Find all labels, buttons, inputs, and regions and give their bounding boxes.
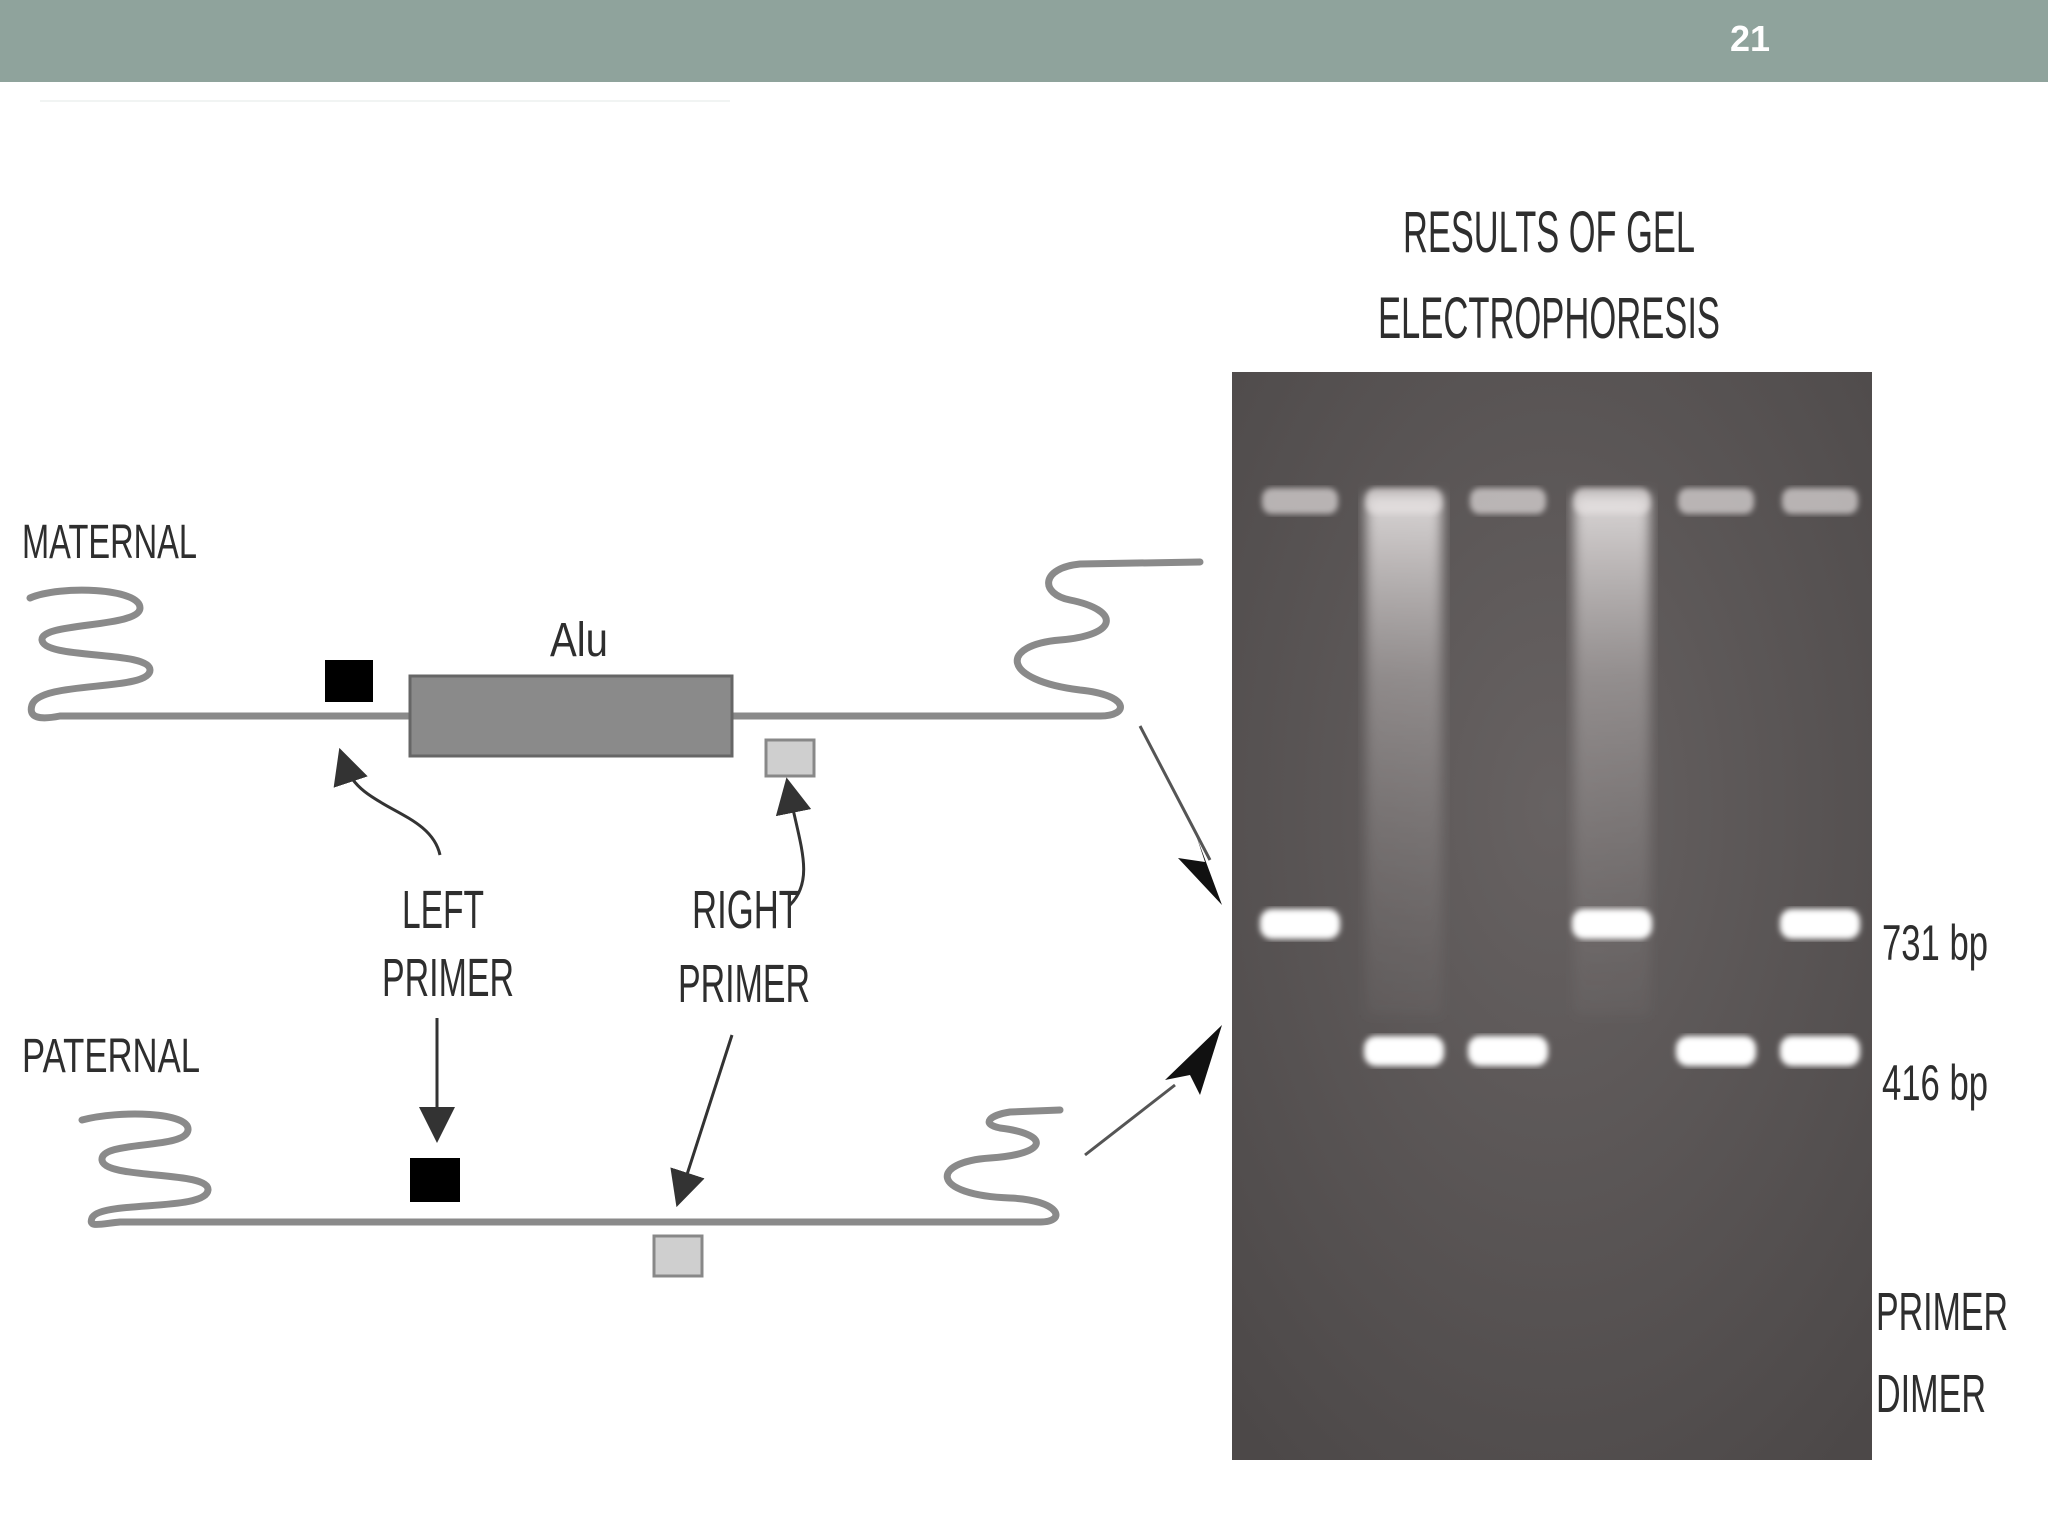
left-primer-label-line2: PRIMER	[382, 948, 514, 1008]
gel-band-416	[1364, 1036, 1444, 1066]
gel-lane-3	[1468, 488, 1548, 1066]
gel-band-731	[1780, 909, 1860, 939]
gel-well	[1262, 488, 1338, 514]
gel-smear	[1366, 495, 1442, 1015]
gel-well	[1782, 488, 1858, 514]
gel-band-416	[1780, 1036, 1860, 1066]
divider	[40, 100, 730, 102]
paternal-to-gel-arrow	[1084, 1083, 1176, 1157]
gel-title-line2: ELECTROPHORESIS	[1378, 286, 1720, 351]
maternal-dna-strand	[26, 558, 1204, 722]
paternal-arrowhead	[1165, 1025, 1222, 1095]
right-primer-pointer-paternal	[670, 1034, 734, 1208]
band-label-416: 416 bp	[1882, 1055, 1988, 1111]
primer-dimer-label-line1: PRIMER	[1876, 1282, 2008, 1342]
left-primer-paternal	[410, 1158, 460, 1202]
maternal-arrowhead	[1178, 835, 1222, 905]
right-primer-pointer-maternal	[775, 777, 812, 907]
right-primer-label-line2: PRIMER	[678, 954, 810, 1014]
alu-element	[408, 674, 734, 758]
primer-dimer-label-line2: DIMER	[1876, 1364, 1986, 1424]
right-primer-paternal	[652, 1234, 704, 1278]
gel-band-416	[1468, 1036, 1548, 1066]
slide-number: 21	[1729, 18, 1771, 59]
gel-band-731	[1572, 909, 1652, 939]
paternal-dna-strand	[78, 1106, 1064, 1228]
gel-lane-1	[1260, 488, 1340, 939]
paternal-label: PATERNAL	[22, 1030, 200, 1083]
gel-lane-4	[1572, 488, 1652, 1015]
gel-lane-6	[1780, 488, 1860, 1066]
gel-lane-5	[1676, 488, 1756, 1066]
left-primer-maternal	[325, 660, 373, 702]
gel-well	[1470, 488, 1546, 514]
maternal-to-gel-arrow	[1138, 725, 1212, 861]
left-primer-pointer-maternal	[333, 747, 442, 856]
maternal-label: MATERNAL	[22, 516, 197, 569]
gel-lanes	[1260, 488, 1860, 1066]
gel-band-416	[1676, 1036, 1756, 1066]
gel-lane-2	[1364, 488, 1444, 1066]
gel-title-line1: RESULTS OF GEL	[1403, 200, 1695, 265]
band-label-731: 731 bp	[1882, 915, 1988, 971]
header-bar	[0, 0, 2048, 82]
alu-label: Alu	[550, 614, 608, 667]
gel-band-731	[1260, 909, 1340, 939]
left-primer-label-line1: LEFT	[402, 880, 484, 940]
right-primer-maternal	[764, 738, 816, 778]
gel-well	[1678, 488, 1754, 514]
right-primer-label-line1: RIGHT	[692, 880, 800, 940]
